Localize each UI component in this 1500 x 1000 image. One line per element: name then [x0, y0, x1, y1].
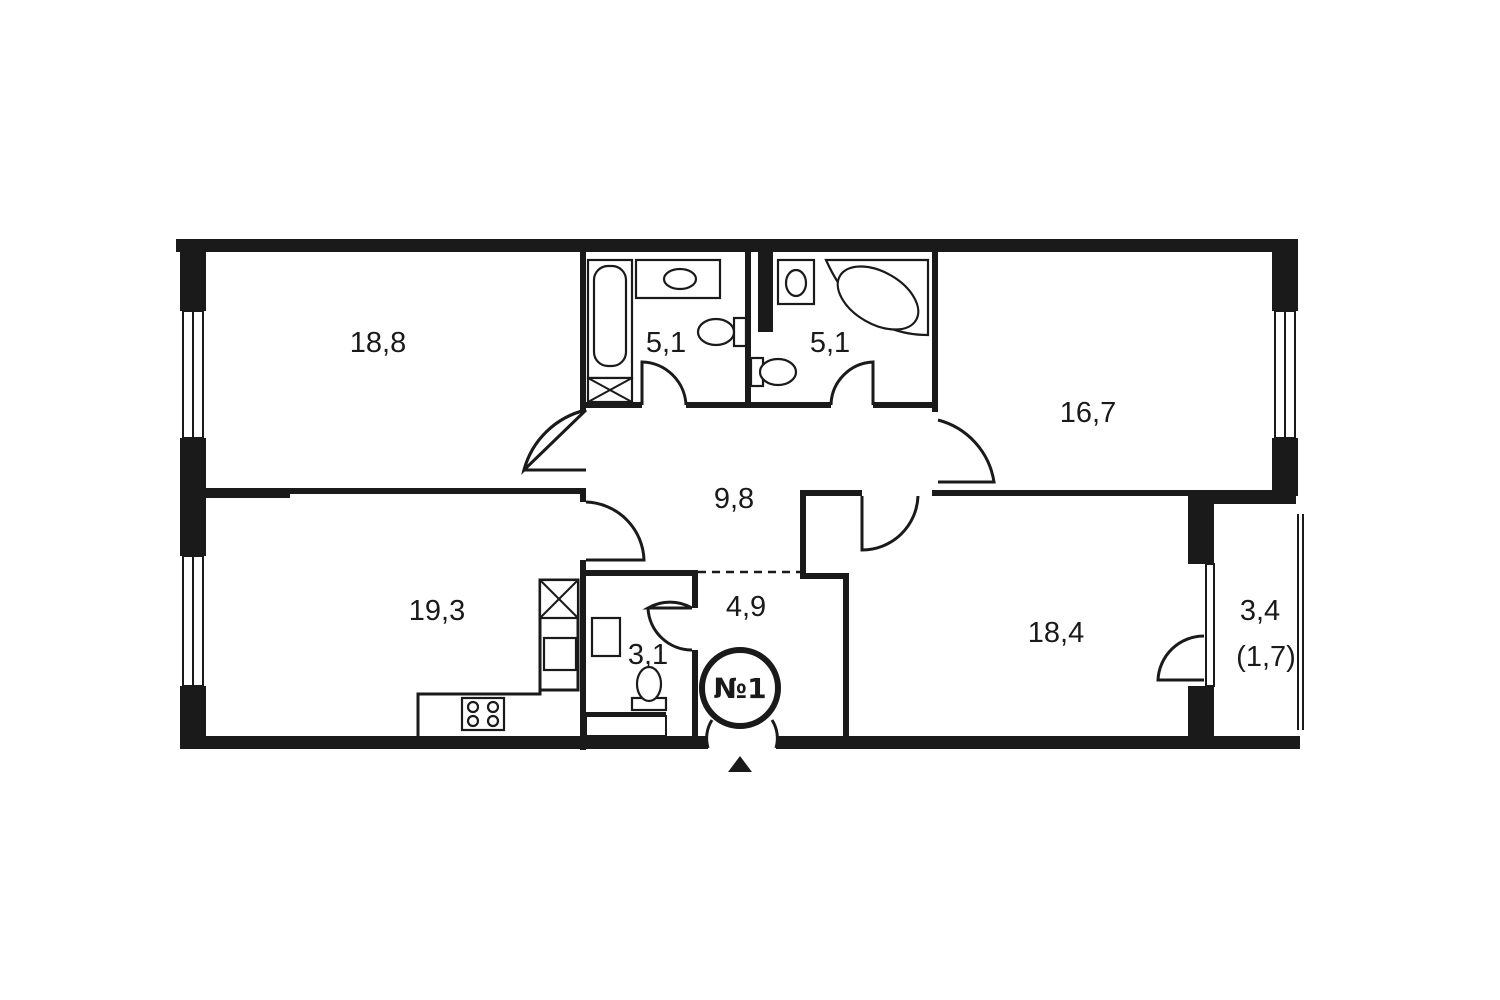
sink-icon — [542, 616, 622, 672]
toilet-icon — [630, 665, 668, 712]
room-area-balcony-reduced: (1,7) — [1236, 641, 1296, 673]
sink-icon — [634, 258, 722, 300]
room-area-balcony: 3,4 — [1240, 595, 1280, 627]
bathtub-icon — [586, 258, 634, 404]
interior-walls — [206, 252, 1190, 750]
toilet-icon — [696, 316, 748, 348]
doors — [521, 360, 1205, 749]
washer-icon — [538, 578, 580, 620]
room-area-bathroom-east: 5,1 — [810, 327, 850, 359]
exterior-walls — [176, 239, 1300, 749]
room-area-kitchen-living: 19,3 — [409, 595, 465, 627]
apartment-number: №1 — [713, 672, 766, 705]
sink-icon — [776, 258, 816, 306]
windows — [182, 310, 1304, 730]
room-area-bedroom-northwest: 18,8 — [350, 327, 406, 359]
room-area-entrance-hall: 4,9 — [726, 591, 766, 623]
apartment-badge: №1 — [699, 647, 781, 729]
room-area-bedroom-northeast: 16,7 — [1060, 397, 1116, 429]
room-area-bedroom-southeast: 18,4 — [1028, 617, 1084, 649]
toilet-icon — [749, 356, 798, 388]
entrance-arrow-icon — [728, 756, 752, 772]
stove-icon — [460, 696, 506, 732]
room-area-bathroom-west: 5,1 — [646, 327, 686, 359]
corner-bathtub-icon — [824, 258, 930, 337]
room-area-toilet: 3,1 — [628, 639, 668, 671]
room-area-hallway: 9,8 — [714, 483, 754, 515]
